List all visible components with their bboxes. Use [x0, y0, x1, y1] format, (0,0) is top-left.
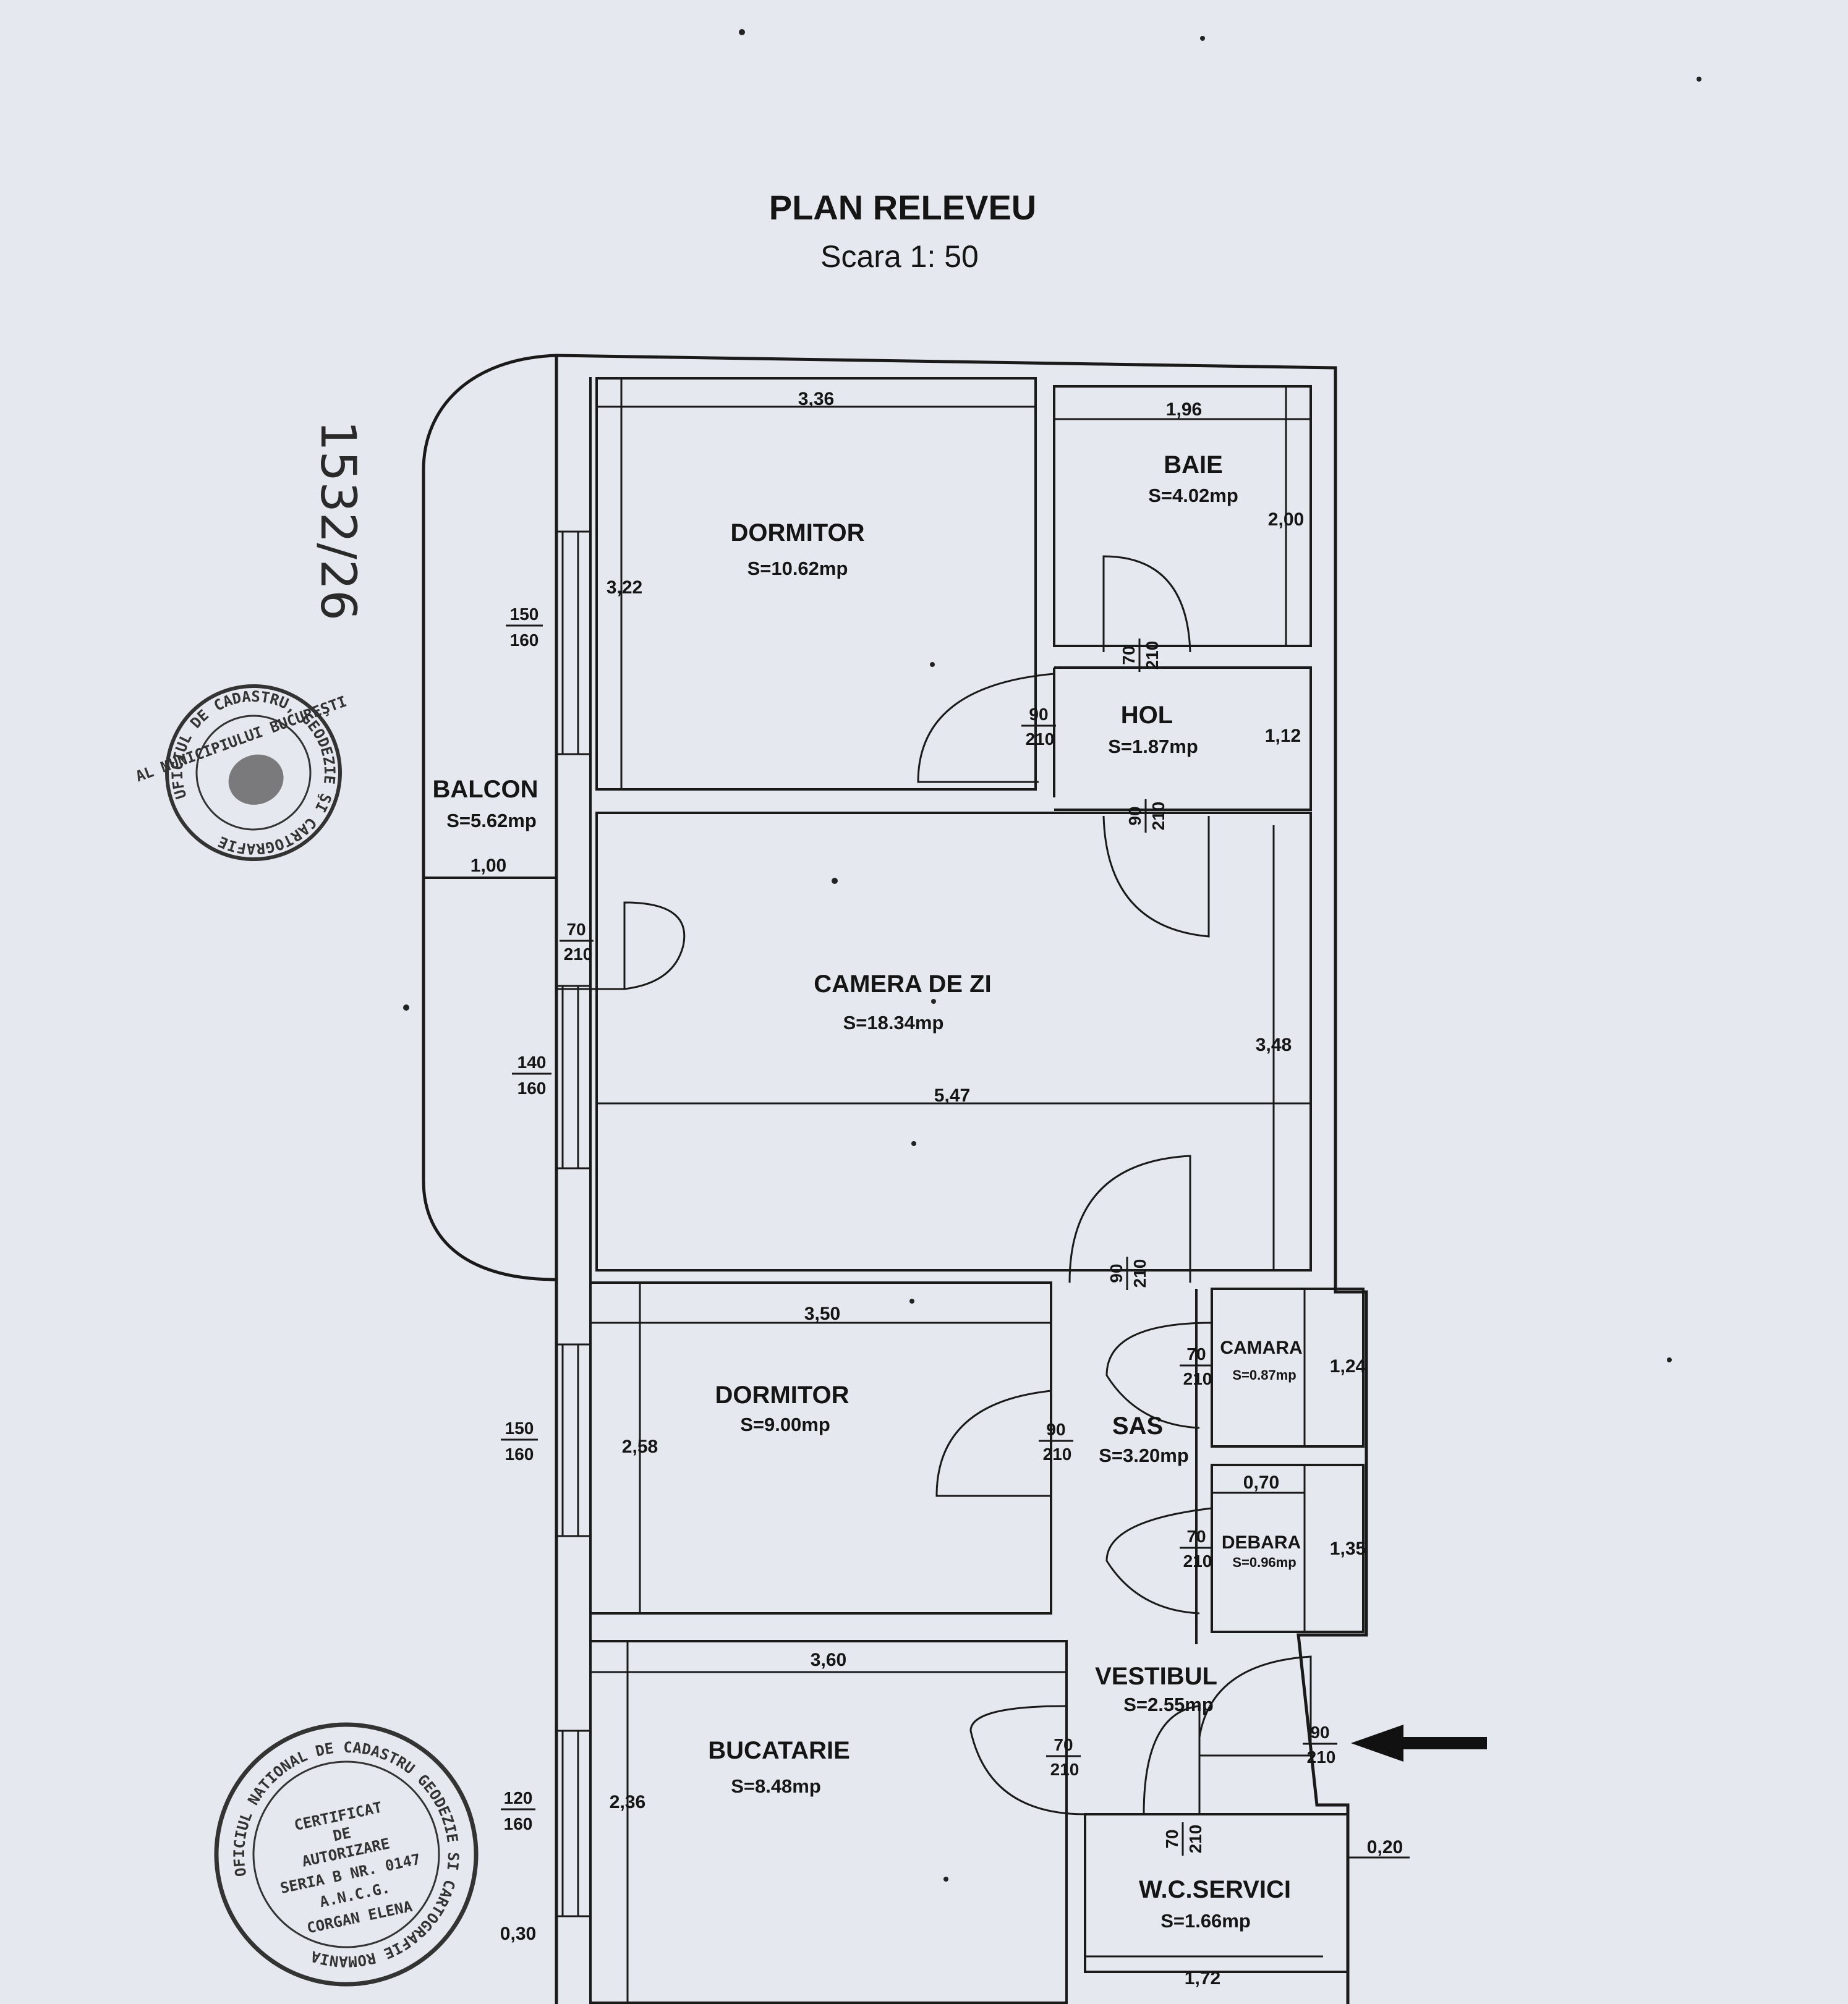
svg-text:210: 210 [1183, 1369, 1212, 1388]
dimension-label: 3,50 [804, 1304, 840, 1324]
svg-text:160: 160 [505, 1445, 534, 1464]
dimension-label: 3,36 [798, 389, 834, 409]
svg-text:140: 140 [517, 1053, 547, 1072]
svg-text:210: 210 [1183, 1552, 1212, 1571]
room-name-dormitor2: DORMITOR [715, 1382, 849, 1409]
svg-text:210: 210 [1130, 1259, 1149, 1288]
room-name-hol: HOL [1121, 702, 1173, 729]
room-area-bucatarie: S=8.48mp [731, 1775, 821, 1797]
room-area-dormitor1: S=10.62mp [747, 558, 848, 579]
dimension-label: 3,48 [1256, 1035, 1292, 1055]
svg-text:210: 210 [1143, 641, 1162, 670]
svg-text:70: 70 [1186, 1344, 1206, 1364]
entrance-arrow-icon [1351, 1725, 1487, 1762]
dimension-label: 2,00 [1268, 509, 1304, 530]
room-area-camera-de-zi: S=18.34mp [843, 1012, 944, 1034]
room-name-baie: BAIE [1164, 451, 1223, 478]
room-area-wc-servici: S=1.66mp [1160, 1910, 1251, 1932]
dimension-label: 2,58 [622, 1437, 658, 1457]
exterior-walls [555, 354, 1368, 2004]
storage-walls [1195, 1288, 1365, 1644]
svg-text:70: 70 [566, 920, 585, 939]
svg-text:210: 210 [1050, 1760, 1079, 1779]
cadastre-stamp: UFICIUL DE CADASTRU, GEODEZIE ŞI CARTOGR… [134, 664, 362, 881]
room-name-balcon: BALCON [432, 776, 538, 803]
svg-text:210: 210 [1307, 1747, 1336, 1767]
svg-text:70: 70 [1162, 1829, 1182, 1848]
room-name-camera-de-zi: CAMERA DE ZI [814, 970, 991, 998]
plan-scale: Scara 1: 50 [820, 239, 979, 274]
svg-text:150: 150 [510, 605, 539, 624]
room-area-hol: S=1.87mp [1108, 736, 1198, 757]
room-area-balcon: S=5.62mp [446, 810, 537, 831]
scan-specks [403, 29, 1701, 1882]
dimension-label: 3,60 [811, 1650, 846, 1670]
room-name-sas: SAS [1112, 1412, 1163, 1440]
svg-text:210: 210 [564, 945, 593, 964]
svg-text:210: 210 [1149, 802, 1168, 831]
svg-text:90: 90 [1029, 705, 1048, 724]
coat-of-arms-icon [228, 754, 284, 805]
room-area-vestibul: S=2.55mp [1123, 1694, 1214, 1715]
svg-text:70: 70 [1054, 1735, 1073, 1754]
svg-text:120: 120 [504, 1788, 533, 1807]
wc-walls [1084, 1813, 1349, 1973]
dormitor2-walls [589, 1281, 1052, 1615]
svg-text:70: 70 [1186, 1527, 1206, 1546]
dimension-label: 3,22 [607, 577, 642, 598]
dimension-label: 1,96 [1166, 399, 1202, 420]
hol-walls [1053, 666, 1312, 811]
dimension-label: 0,20 [1367, 1837, 1403, 1858]
room-name-camara: CAMARA [1220, 1338, 1302, 1358]
dimension-label: 0,70 [1243, 1472, 1279, 1493]
baie-walls [1053, 385, 1312, 647]
svg-text:90: 90 [1107, 1263, 1126, 1283]
room-area-sas: S=3.20mp [1099, 1445, 1189, 1466]
svg-text:70: 70 [1119, 645, 1138, 664]
handwritten-number: 1532/26 [310, 420, 365, 621]
svg-text:90: 90 [1310, 1723, 1329, 1742]
svg-text:210: 210 [1026, 729, 1055, 749]
room-name-wc-servici: W.C.SERVICI [1139, 1876, 1291, 1903]
camera-de-zi-walls [595, 812, 1312, 1272]
dimension-label: 2,36 [610, 1792, 645, 1812]
windows [556, 530, 590, 1917]
room-name-vestibul: VESTIBUL [1095, 1663, 1217, 1690]
bucatarie-walls [589, 1640, 1068, 2004]
dimension-label: 1,00 [471, 856, 506, 876]
svg-text:150: 150 [505, 1419, 534, 1438]
dimension-labels: 3,36 3,22 1,96 2,00 1,12 1,00 3,48 5,47 … [471, 389, 1410, 1989]
room-name-bucatarie: BUCATARIE [708, 1737, 850, 1764]
svg-text:210: 210 [1043, 1445, 1072, 1464]
dimension-label: 1,35 [1330, 1539, 1366, 1559]
dimension-label: 0,30 [500, 1924, 536, 1944]
svg-text:210: 210 [1186, 1825, 1205, 1854]
svg-text:160: 160 [510, 630, 539, 650]
room-area-dormitor2: S=9.00mp [740, 1414, 830, 1435]
door-swings [556, 555, 1312, 1815]
room-area-camara: S=0.87mp [1232, 1367, 1296, 1383]
svg-text:90: 90 [1046, 1420, 1065, 1439]
certificate-stamp: OFICIUL NATIONAL DE CADASTRU GEODEZIE SI… [209, 1717, 483, 1992]
room-name-dormitor1: DORMITOR [730, 519, 864, 546]
room-name-debara: DEBARA [1222, 1532, 1301, 1553]
svg-text:160: 160 [504, 1814, 533, 1833]
window-fractions: 150 160 140 160 150 160 120 160 [501, 605, 551, 1833]
dimension-label: 5,47 [934, 1085, 970, 1106]
room-area-baie: S=4.02mp [1148, 485, 1238, 506]
dimension-label: 1,72 [1185, 1968, 1220, 1989]
balcony-outline [422, 354, 557, 1281]
room-area-debara: S=0.96mp [1232, 1555, 1296, 1570]
dimension-label: 1,24 [1330, 1356, 1366, 1377]
svg-text:160: 160 [517, 1079, 547, 1098]
door-fractions: 70 210 70 210 90 210 90 210 90 210 70 21… [560, 639, 1337, 1856]
dormitor1-walls [595, 377, 1037, 791]
svg-text:90: 90 [1125, 806, 1144, 825]
plan-title: PLAN RELEVEU [769, 188, 1037, 227]
svg-text:DE: DE [331, 1824, 352, 1845]
dimension-label: 1,12 [1265, 726, 1301, 746]
